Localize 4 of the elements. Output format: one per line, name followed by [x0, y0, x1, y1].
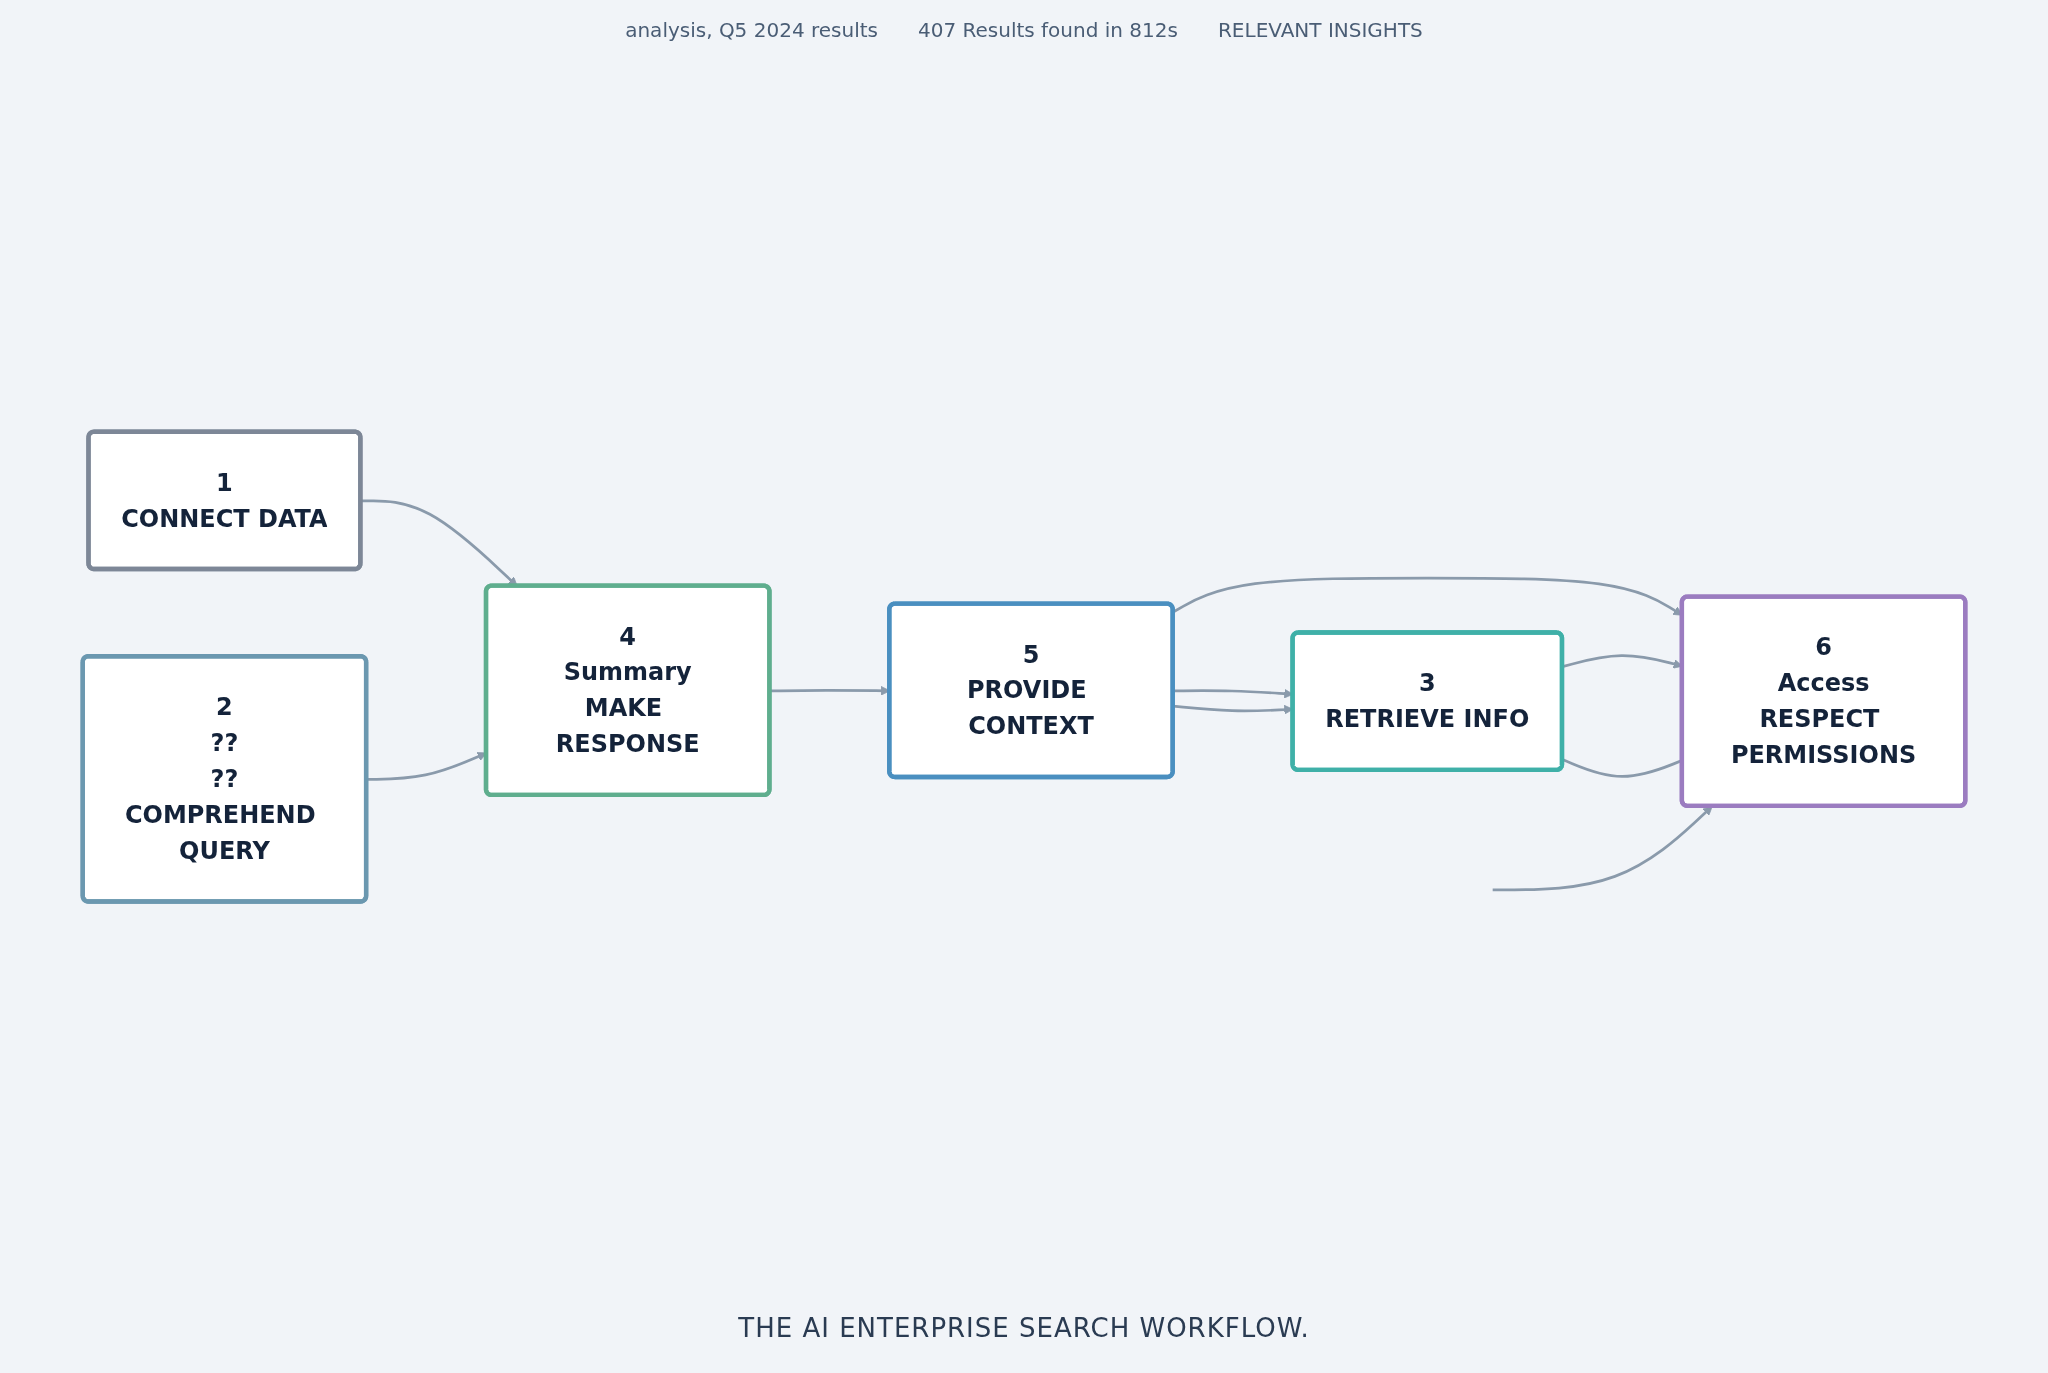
screenshot-text: analysis, Q5 2024 results [625, 18, 878, 42]
screenshot-text: RELEVANT INSIGHTS [1217, 18, 1423, 42]
caption: THE AI ENTERPRISE SEARCH WORKFLOW. [738, 1313, 1310, 1343]
screenshot-text: 407 Results found in 812s [917, 18, 1178, 42]
